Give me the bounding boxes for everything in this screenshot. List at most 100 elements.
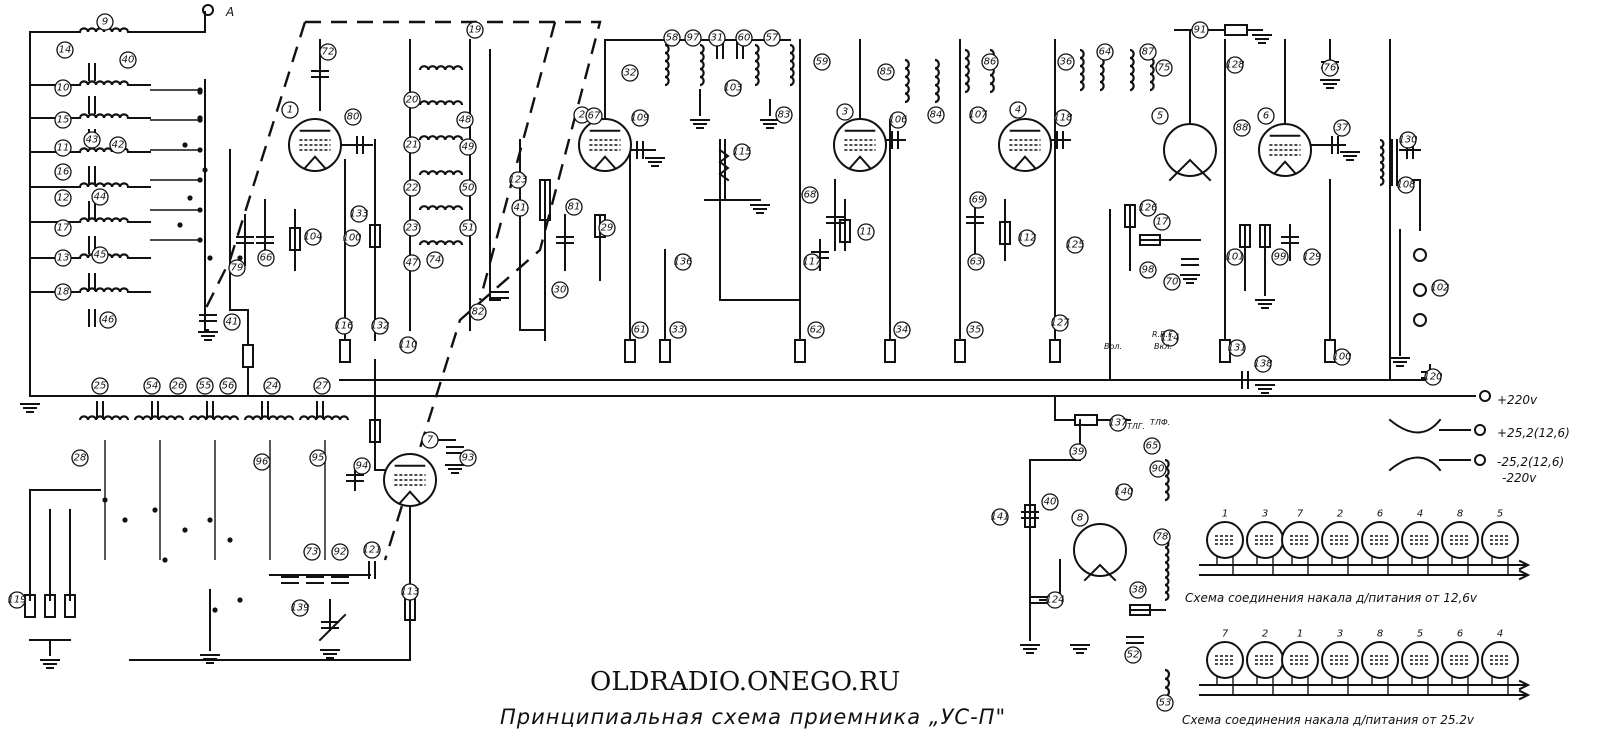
heater-25v-tube-number: 8 bbox=[1377, 629, 1383, 640]
label-number: 50 bbox=[462, 183, 475, 194]
terminal-icon bbox=[1474, 454, 1486, 466]
label-number: 118 bbox=[1053, 113, 1072, 124]
label-number: 59 bbox=[816, 57, 829, 68]
label-circle bbox=[877, 63, 895, 81]
component-reference-label: 107 bbox=[968, 106, 988, 124]
label-number: 56 bbox=[222, 381, 235, 392]
component-reference-label: 70 bbox=[1163, 273, 1181, 291]
component-reference-label: 87 bbox=[1139, 43, 1157, 61]
label-circle bbox=[319, 43, 337, 61]
label-number: 113 bbox=[400, 587, 419, 598]
label-number: 17 bbox=[1156, 217, 1169, 228]
resistor bbox=[1129, 604, 1151, 616]
speaker-terminal-icon bbox=[1413, 313, 1427, 327]
label-number: 27 bbox=[316, 381, 329, 392]
label-number: 7 bbox=[427, 435, 434, 446]
label-circle bbox=[54, 163, 72, 181]
gang-outline bbox=[305, 20, 602, 561]
label-circle bbox=[56, 41, 74, 59]
bfo-coil bbox=[1164, 538, 1170, 602]
label-circle bbox=[631, 109, 649, 127]
component-reference-label: 124 bbox=[1045, 591, 1065, 609]
component-reference-label: 42 bbox=[109, 136, 127, 154]
junction-dot bbox=[182, 527, 188, 533]
component-reference-label: 21 bbox=[403, 136, 421, 154]
label-number: 129 bbox=[1302, 252, 1321, 263]
caption-heater-25v: Схема соединения накала д/питания от 25.… bbox=[1182, 713, 1475, 727]
if-coil bbox=[904, 58, 910, 104]
label-circle bbox=[1124, 646, 1142, 664]
junction-dot bbox=[197, 115, 203, 121]
label-circle bbox=[54, 111, 72, 129]
resistor bbox=[1239, 224, 1251, 248]
label-circle bbox=[969, 106, 987, 124]
label-circle bbox=[281, 101, 299, 119]
label-circle bbox=[1153, 213, 1171, 231]
junction-dot bbox=[202, 167, 208, 173]
label-number: 45 bbox=[94, 250, 107, 261]
label-circle bbox=[663, 29, 681, 47]
label-circle bbox=[509, 171, 527, 189]
label-circle bbox=[1143, 437, 1161, 455]
label-circle bbox=[1051, 314, 1069, 332]
label-circle bbox=[927, 106, 945, 124]
label-number: 112 bbox=[1017, 233, 1036, 244]
component-reference-label: 53 bbox=[1156, 694, 1174, 712]
junction-dot bbox=[187, 195, 193, 201]
resistor bbox=[999, 221, 1011, 245]
component-reference-label: 114 bbox=[1160, 329, 1180, 347]
label-number: 5 bbox=[1157, 111, 1163, 122]
component-reference-label: 138 bbox=[1253, 355, 1273, 373]
power-cross bbox=[1388, 456, 1442, 472]
component-reference-label: 19 bbox=[466, 21, 484, 39]
label-number: 124 bbox=[1045, 595, 1064, 606]
junction-dot bbox=[102, 497, 108, 503]
label-circle bbox=[684, 29, 702, 47]
label-number: 6 bbox=[1263, 111, 1269, 122]
schematic-parts bbox=[20, 24, 1519, 707]
label-number: 1 bbox=[287, 105, 293, 116]
resistor bbox=[1074, 414, 1098, 426]
component-reference-label: 39 bbox=[1069, 443, 1087, 461]
label-number: 42 bbox=[112, 140, 125, 151]
tube-heater bbox=[1083, 563, 1117, 582]
label-circle bbox=[1303, 248, 1321, 266]
terminal-icon bbox=[1479, 390, 1491, 402]
component-reference-label: 120 bbox=[1423, 368, 1443, 386]
label-circle bbox=[1155, 59, 1173, 77]
component-reference-label: 98 bbox=[1139, 261, 1157, 279]
label-number: 99 bbox=[1274, 252, 1287, 263]
component-reference-label: 75 bbox=[1155, 59, 1173, 77]
label-number: 11 bbox=[57, 143, 70, 154]
label-circle bbox=[456, 111, 474, 129]
component-reference-label: 11 bbox=[857, 223, 875, 241]
label-circle bbox=[1139, 199, 1157, 217]
potentiometer bbox=[718, 148, 730, 182]
if-coil bbox=[1129, 48, 1135, 92]
label-circle bbox=[1233, 119, 1251, 137]
component-reference-label: 51 bbox=[459, 219, 477, 237]
component-reference-label: 30 bbox=[551, 281, 569, 299]
component-reference-label: 140 bbox=[1114, 483, 1134, 501]
tube-number-label: 8 bbox=[1071, 509, 1089, 527]
label-number: 24 bbox=[266, 381, 279, 392]
component-reference-label: 40 bbox=[119, 51, 137, 69]
gang-outline bbox=[203, 21, 307, 311]
label-circle bbox=[1054, 109, 1072, 127]
arrow-icon bbox=[1518, 559, 1531, 571]
label-number: 133 bbox=[349, 209, 368, 220]
component-reference-label: 41 bbox=[511, 199, 529, 217]
component-reference-label: 108 bbox=[1396, 176, 1416, 194]
label-number: 26 bbox=[172, 381, 185, 392]
component-reference-label: 99 bbox=[1271, 248, 1289, 266]
label-circle bbox=[96, 13, 114, 31]
label-circle bbox=[99, 311, 117, 329]
component-reference-label: 57 bbox=[763, 29, 781, 47]
wire bbox=[149, 11, 206, 33]
component-reference-label: 73 bbox=[303, 543, 321, 561]
osc-coil bbox=[133, 415, 185, 421]
label-circle bbox=[1254, 355, 1272, 373]
tube-heater bbox=[303, 155, 327, 170]
label-number: 120 bbox=[1423, 372, 1442, 383]
component-reference-label: 29 bbox=[598, 219, 616, 237]
